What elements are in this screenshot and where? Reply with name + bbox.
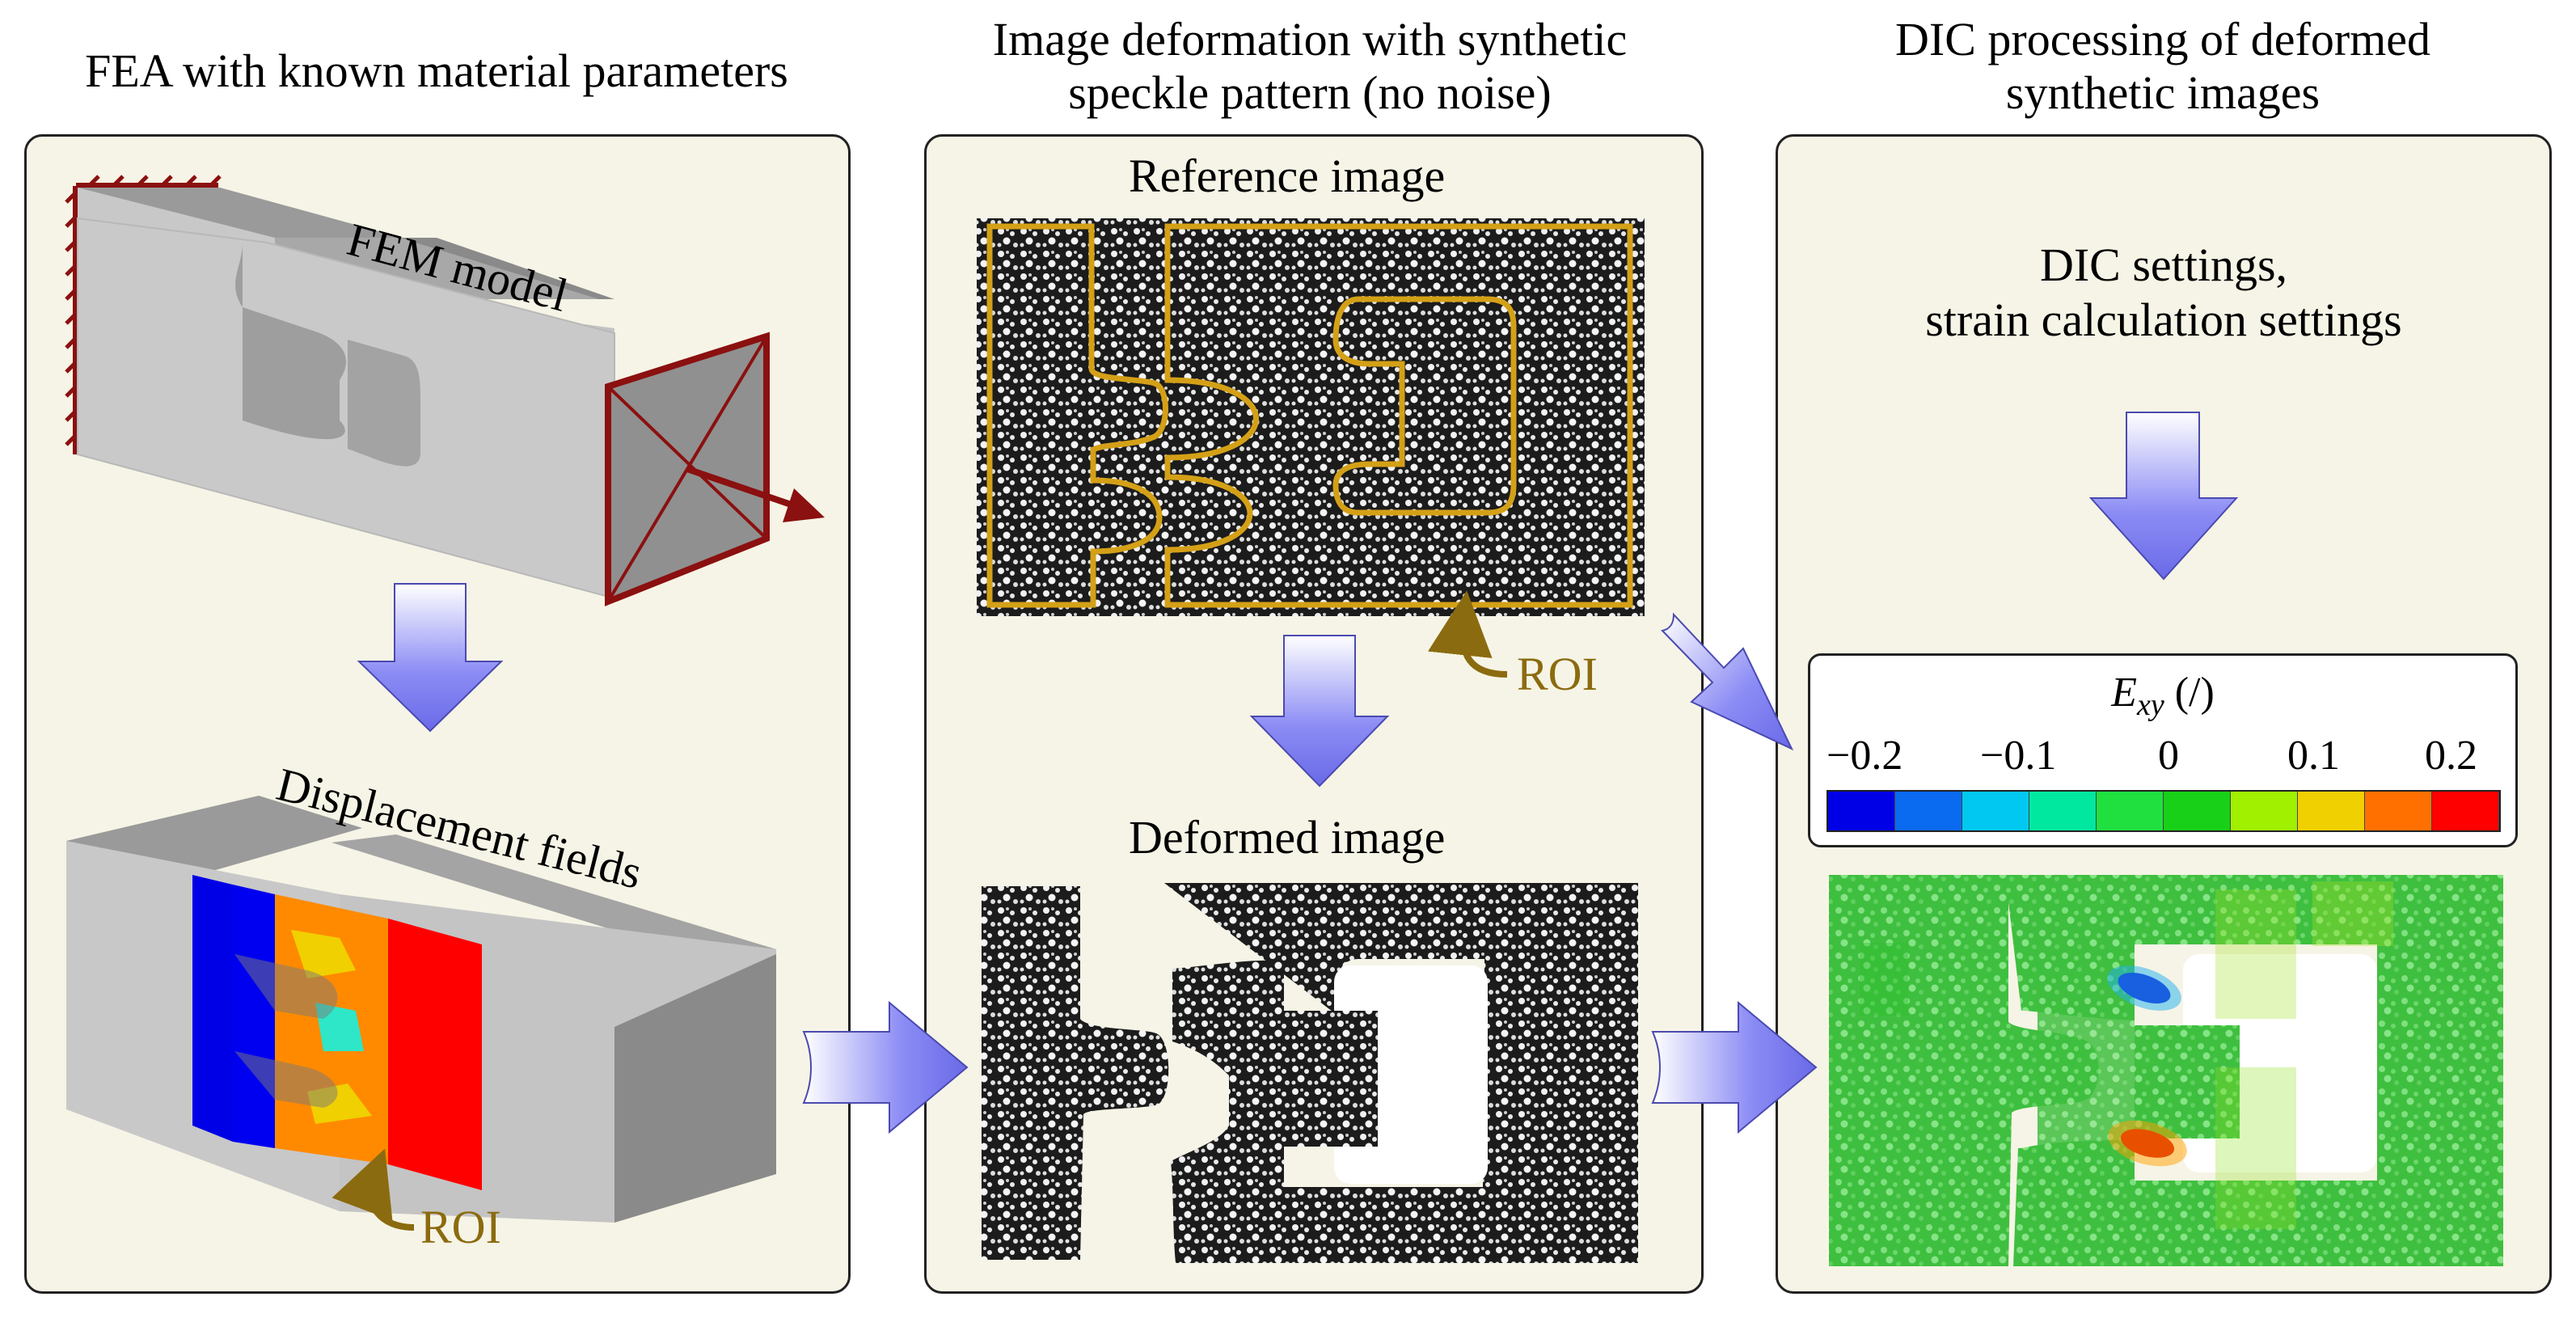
deformed-image xyxy=(982,883,1638,1263)
colorbar-segment xyxy=(2097,792,2164,830)
fem-model-part xyxy=(65,175,825,606)
colorbar-ticks: −0.2 −0.1 0 0.1 0.2 xyxy=(1826,732,2501,780)
heading-dic-processing-line1: DIC processing of deformed xyxy=(1895,13,2430,65)
dic-settings-line2: strain calculation settings xyxy=(1925,294,2402,346)
colorbar-segment xyxy=(2298,792,2365,830)
colorbar-tick: 0.2 xyxy=(2425,733,2477,779)
colorbar-segment xyxy=(2164,792,2231,830)
settings-arrow xyxy=(2088,412,2239,581)
colorbar-subscript: xy xyxy=(2136,688,2164,723)
reference-to-dic-arrow xyxy=(1661,612,1794,751)
colorbar-tick: 0 xyxy=(2158,733,2179,779)
dic-settings-label: DIC settings, strain calculation setting… xyxy=(1776,238,2552,348)
colorbar-segment xyxy=(2231,792,2298,830)
reference-to-deformed-arrow xyxy=(1249,635,1390,788)
colorbar-box: Exy (/) −0.2 −0.1 0 0.1 0.2 xyxy=(1808,653,2518,847)
strain-map xyxy=(1829,875,2503,1266)
reference-image xyxy=(977,218,1645,616)
heading-image-deformation-line1: Image deformation with synthetic xyxy=(992,13,1628,65)
roi-label-reference: ROI xyxy=(1517,648,1598,700)
colorbar-tick: 0.1 xyxy=(2287,733,2340,779)
colorbar-segment xyxy=(1828,792,1895,830)
colorbar-segment xyxy=(2432,792,2499,830)
fea-to-image-arrow xyxy=(802,1000,969,1134)
colorbar-tick: −0.2 xyxy=(1826,733,1903,779)
displacement-field-part xyxy=(66,796,776,1223)
heading-image-deformation-line2: speckle pattern (no noise) xyxy=(1068,66,1552,119)
colorbar-segment xyxy=(2365,792,2432,830)
colorbar-tick: −0.1 xyxy=(1980,733,2057,779)
colorbar-strip xyxy=(1826,790,2501,832)
colorbar-unit: (/) xyxy=(2164,670,2215,716)
heading-image-deformation: Image deformation with synthetic speckle… xyxy=(922,13,1698,120)
roi-label-fea: ROI xyxy=(420,1201,501,1253)
colorbar-segment xyxy=(1962,792,2029,830)
colorbar-title: Exy (/) xyxy=(1810,669,2515,724)
reference-image-label: Reference image xyxy=(1129,150,1446,202)
heading-fea: FEA with known material parameters xyxy=(85,44,788,97)
colorbar-segment xyxy=(2029,792,2097,830)
deformed-image-label: Deformed image xyxy=(1129,811,1446,864)
image-to-dic-arrow xyxy=(1651,1000,1818,1134)
fem-to-displacement-arrow xyxy=(357,583,504,733)
heading-dic-processing-line2: synthetic images xyxy=(2005,66,2321,119)
colorbar-segment xyxy=(1895,792,1962,830)
dic-settings-line1: DIC settings, xyxy=(2039,239,2288,291)
colorbar-symbol: E xyxy=(2111,670,2137,716)
heading-dic-processing: DIC processing of deformed synthetic ima… xyxy=(1763,13,2563,120)
